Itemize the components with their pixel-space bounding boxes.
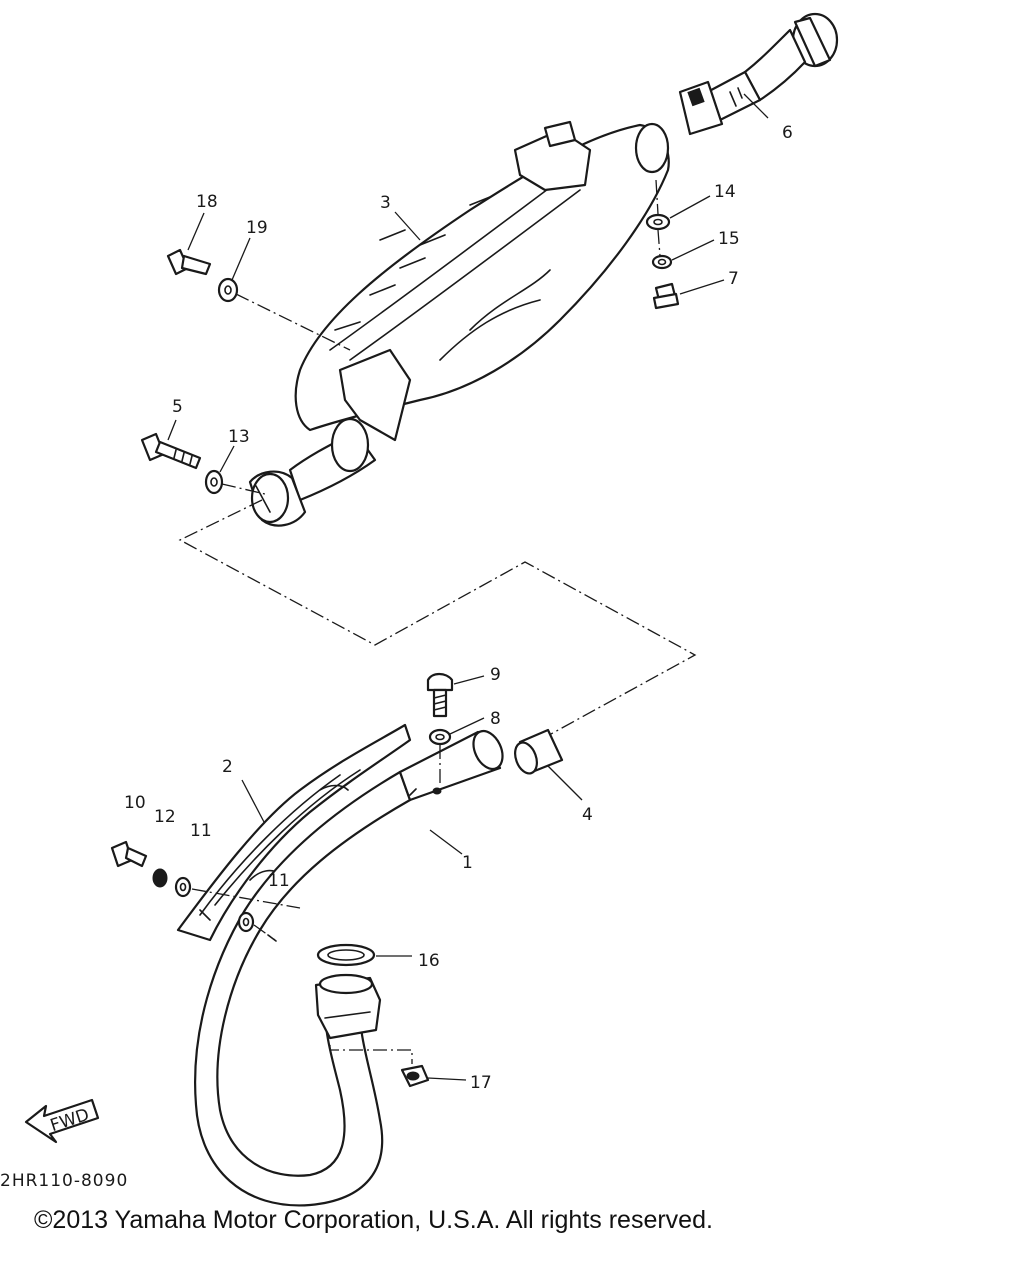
part-6-silencer[interactable] xyxy=(678,12,839,136)
callout-7: 7 xyxy=(728,269,739,289)
part-5-bolt[interactable] xyxy=(140,432,202,470)
part-19-washer[interactable] xyxy=(217,277,239,303)
part-3-muffler[interactable] xyxy=(248,120,670,527)
part-11-washer-a[interactable] xyxy=(174,876,192,898)
leader-lines xyxy=(167,93,769,1081)
part-18-bolt[interactable] xyxy=(166,248,212,276)
part-7-bolt[interactable] xyxy=(652,282,680,310)
callout-11a: 11 xyxy=(190,821,212,841)
part-2-protector[interactable] xyxy=(176,723,412,942)
callout-19: 19 xyxy=(246,218,268,238)
callout-8: 8 xyxy=(490,709,501,729)
callout-5: 5 xyxy=(172,397,183,417)
callout-10: 10 xyxy=(124,793,146,813)
part-16-gasket[interactable] xyxy=(316,943,376,967)
fwd-label: FWD xyxy=(48,1105,92,1136)
copyright-notice: ©2013 Yamaha Motor Corporation, U.S.A. A… xyxy=(34,1206,713,1234)
assembly-lines-lower xyxy=(191,745,441,1064)
part-14-washer[interactable] xyxy=(645,213,671,231)
fwd-arrow-icon: FWD xyxy=(24,1098,100,1144)
callout-6: 6 xyxy=(782,123,793,143)
part-9-bolt[interactable] xyxy=(426,672,454,718)
callout-1: 1 xyxy=(462,853,473,873)
callout-9: 9 xyxy=(490,665,501,685)
callout-16: 16 xyxy=(418,951,440,971)
callout-15: 15 xyxy=(718,229,740,249)
callout-14: 14 xyxy=(714,182,736,202)
callout-13: 13 xyxy=(228,427,250,447)
part-11-washer-b[interactable] xyxy=(237,911,255,933)
part-12-nut[interactable] xyxy=(152,868,168,888)
part-17-nut[interactable] xyxy=(400,1064,430,1088)
part-1-exhaust-pipe[interactable] xyxy=(194,726,508,1207)
exhaust-flange xyxy=(314,973,382,1040)
callout-18: 18 xyxy=(196,192,218,212)
callout-12: 12 xyxy=(154,807,176,827)
callout-4: 4 xyxy=(582,805,593,825)
part-4-joint[interactable] xyxy=(511,728,564,776)
diagram-code: 2HR110-8090 xyxy=(0,1171,128,1191)
assembly-lines-upper xyxy=(178,179,697,741)
callout-2: 2 xyxy=(222,757,233,777)
part-8-washer[interactable] xyxy=(428,728,452,746)
part-10-bolt[interactable] xyxy=(110,840,148,868)
callout-11b: 11 xyxy=(268,871,290,891)
part-13-washer[interactable] xyxy=(204,469,224,495)
callout-labels: 6 3 18 19 14 15 7 5 13 9 8 4 2 10 12 11 … xyxy=(124,123,793,1093)
part-15-washer[interactable] xyxy=(651,254,673,270)
callout-17: 17 xyxy=(470,1073,492,1093)
callout-3: 3 xyxy=(380,193,391,213)
